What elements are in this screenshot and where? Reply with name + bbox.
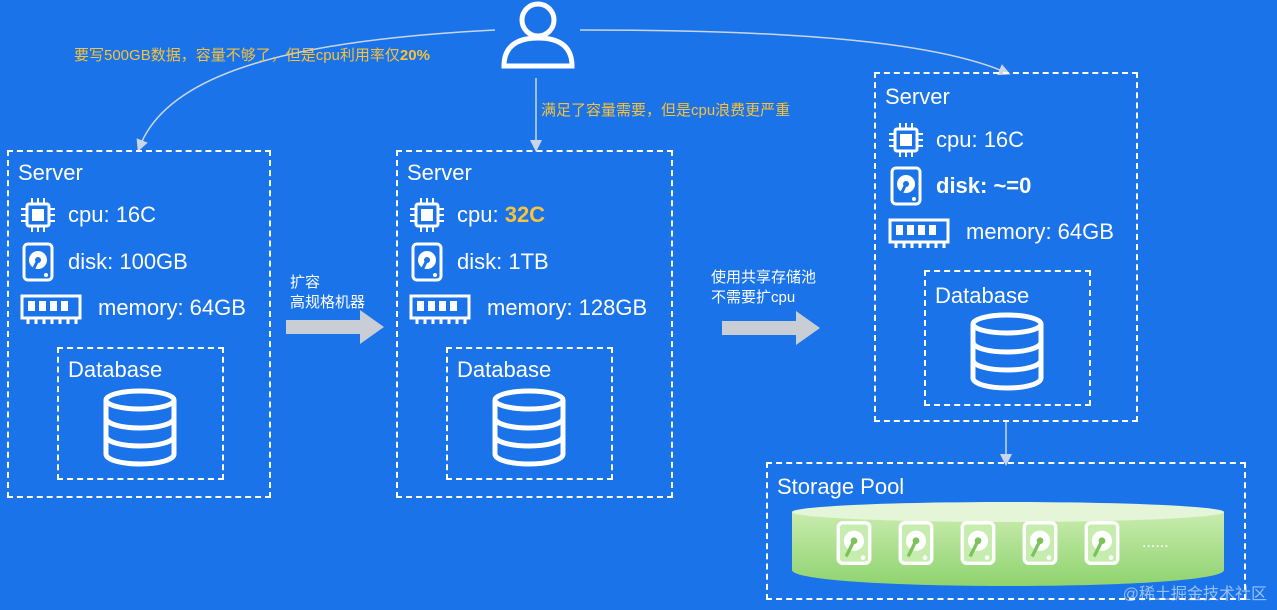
- server3-disk-label: disk: ~=0: [936, 173, 1032, 198]
- memory-icon: [20, 290, 82, 326]
- cpu-icon: [20, 197, 56, 233]
- storage-pool-title: Storage Pool: [777, 474, 905, 499]
- pool-disk-icon: [898, 520, 934, 571]
- curve-to-server3: [579, 29, 1011, 76]
- pool-disk-icon: [1084, 520, 1120, 571]
- server2-cpu-label: cpu: 32C: [457, 202, 546, 227]
- watermark: @稀土掘金技术社区: [1122, 586, 1267, 603]
- pool-disk-icon: [960, 520, 996, 571]
- pool-disk-icon: [836, 520, 872, 571]
- storage-pool-ellipsis: ......: [1142, 534, 1169, 551]
- memory-icon: [888, 214, 950, 250]
- server1-memory-label: memory: 64GB: [98, 295, 246, 320]
- database-icon: [102, 388, 178, 473]
- server1-disk-row: disk: 100GB: [22, 242, 188, 282]
- server1-memory-row: memory: 64GB: [20, 290, 246, 326]
- server3-box: [874, 72, 1138, 422]
- memory-icon: [409, 290, 471, 326]
- arrow-icon: [286, 310, 386, 349]
- storage-pool-box: [766, 462, 1246, 600]
- server3-db-title: Database: [935, 283, 1030, 308]
- middle-note: 满足了容量需要，但是cpu浪费更严重: [541, 102, 791, 119]
- server1-cpu-row: cpu: 16C: [20, 197, 156, 233]
- disk-icon: [22, 242, 54, 282]
- server2-disk-row: disk: 1TB: [411, 242, 549, 282]
- user-icon: [498, 0, 578, 75]
- server1-db-box: [57, 347, 224, 480]
- server2-cpu-row: cpu: 32C: [409, 197, 545, 233]
- server3-disk-row: disk: ~=0: [890, 166, 1031, 206]
- cpu-icon: [888, 122, 924, 158]
- arrow-icon: [722, 311, 822, 350]
- server2-memory-row: memory: 128GB: [409, 290, 647, 326]
- server2-title: Server: [407, 160, 472, 185]
- server2-db-box: [446, 347, 613, 480]
- server3-memory-label: memory: 64GB: [966, 219, 1114, 244]
- server1-cpu-label: cpu: 16C: [68, 202, 157, 227]
- disk-icon: [890, 166, 922, 206]
- top-note: 要写500GB数据，容量不够了，但是cpu利用率仅20%: [74, 47, 430, 64]
- arrow2-label: 使用共享存储池不需要扩cpu: [711, 269, 817, 306]
- database-icon: [969, 312, 1045, 397]
- arrow1-label: 扩容高规格机器: [290, 274, 366, 311]
- curve-to-server1: [136, 29, 496, 152]
- server3-title: Server: [885, 84, 950, 109]
- server3-cpu-row: cpu: 16C: [888, 122, 1024, 158]
- server1-title: Server: [18, 160, 83, 185]
- server3-db-box: [924, 270, 1091, 406]
- server3-cpu-label: cpu: 16C: [936, 127, 1025, 152]
- server1-disk-label: disk: 100GB: [68, 249, 188, 274]
- database-icon: [491, 388, 567, 473]
- server1-box: [7, 150, 271, 498]
- server2-box: [396, 150, 673, 498]
- server2-db-title: Database: [457, 357, 552, 382]
- server2-disk-label: disk: 1TB: [457, 249, 549, 274]
- server2-memory-label: memory: 128GB: [487, 295, 648, 320]
- server1-db-title: Database: [68, 357, 163, 382]
- server3-memory-row: memory: 64GB: [888, 214, 1114, 250]
- pool-disk-icon: [1022, 520, 1058, 571]
- cpu-icon: [409, 197, 445, 233]
- disk-icon: [411, 242, 443, 282]
